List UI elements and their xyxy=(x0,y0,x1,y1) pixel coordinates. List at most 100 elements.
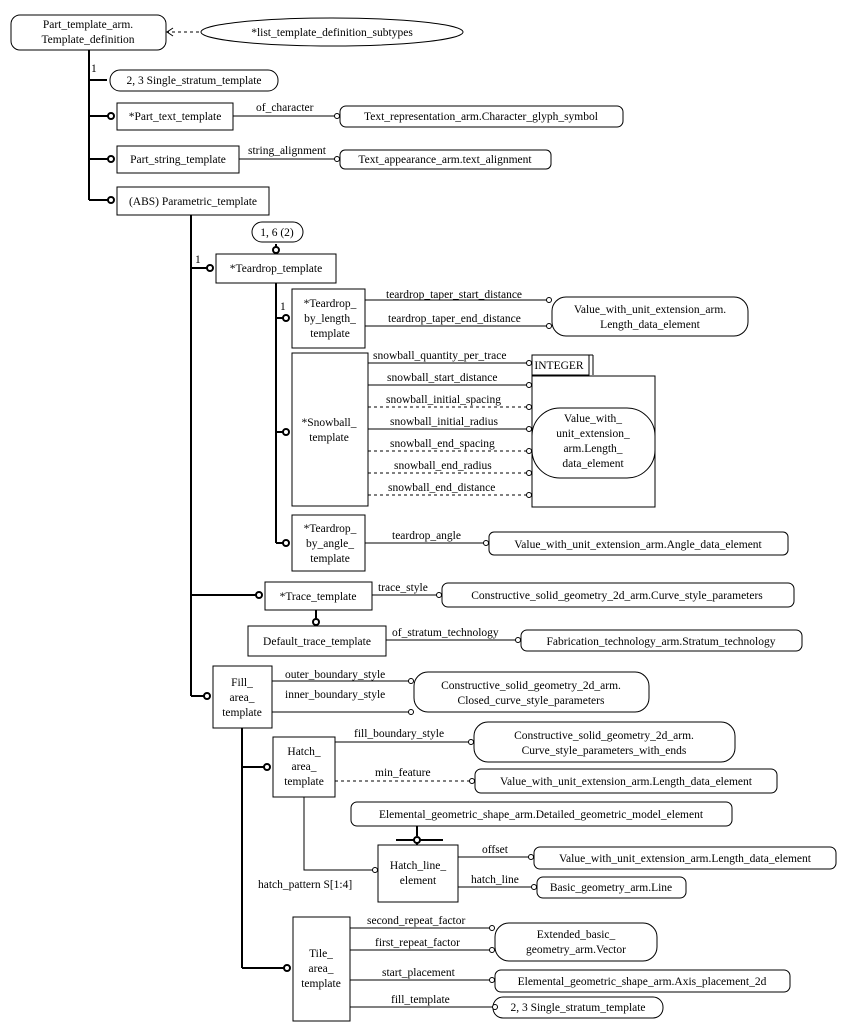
length-data-element-4-label: Value_with_unit_extension_arm.Length_dat… xyxy=(559,853,812,865)
part-string-template-box xyxy=(116,145,240,174)
closed-curve-style-box xyxy=(413,671,650,713)
inherit-circle xyxy=(312,618,320,626)
attr-circle xyxy=(526,470,532,476)
inherit-circle xyxy=(282,539,290,547)
attr-fill-boundary-style: fill_boundary_style xyxy=(354,728,444,740)
inherit-circle xyxy=(263,763,271,771)
extended-vector-label: Extended_basic_geometry_arm.Vector xyxy=(526,929,626,956)
attr-circle xyxy=(546,323,552,329)
character-glyph-symbol-label: Text_representation_arm.Character_glyph_… xyxy=(364,111,598,123)
single-stratum-top-label: 2, 3 Single_stratum_template xyxy=(126,75,261,87)
inherit-circle xyxy=(272,246,280,254)
entity-labels: Part_template_arm.Template_definition *l… xyxy=(41,19,811,1014)
attr-circle xyxy=(469,778,475,784)
marker-one-teardrop: 1 xyxy=(280,301,286,313)
attr-hatch-pattern: hatch_pattern S[1:4] xyxy=(258,879,352,891)
attr-teardrop-taper-start-distance: teardrop_taper_start_distance xyxy=(386,289,522,301)
single-stratum-bottom-label: 2, 3 Single_stratum_template xyxy=(510,1002,645,1014)
inherit-circle xyxy=(282,314,290,322)
inherit-circle xyxy=(255,591,263,599)
integer-type-label: INTEGER xyxy=(534,360,584,372)
attr-trace-style: trace_style xyxy=(378,582,428,594)
axis-placement-label: Elemental_geometric_shape_arm.Axis_place… xyxy=(518,976,767,988)
inherit-circle xyxy=(206,264,214,272)
attr-circle xyxy=(489,947,495,953)
attr-circle xyxy=(408,709,414,715)
page-ref-16-label: 1, 6 (2) xyxy=(260,227,294,239)
closed-curve-style-label: Constructive_solid_geometry_2d_arm.Close… xyxy=(441,680,621,707)
fill-area-template-box xyxy=(212,665,273,729)
fill-area-template-label: Fill_area_template xyxy=(222,677,262,719)
integer-type-box xyxy=(531,354,590,376)
attr-snowball-initial-radius: snowball_initial_radius xyxy=(390,416,498,428)
attr-snowball-end-spacing: snowball_end_spacing xyxy=(390,438,495,450)
list-subtypes-ellipse xyxy=(200,17,464,47)
inherit-circle xyxy=(107,196,115,204)
page-ref-16-box xyxy=(251,221,304,243)
parametric-template-label: (ABS) Parametric_template xyxy=(129,196,257,208)
root-entity-box xyxy=(10,14,167,51)
attr-circle xyxy=(372,867,378,873)
extended-vector-box xyxy=(494,922,658,962)
basic-line-box xyxy=(536,876,687,899)
teardrop-template-label: *Teardrop_template xyxy=(230,263,322,275)
attr-teardrop-taper-end-distance: teardrop_taper_end_distance xyxy=(388,313,521,325)
part-text-template-box xyxy=(116,102,234,131)
attr-circle xyxy=(436,592,442,598)
attr-circle xyxy=(526,382,532,388)
attr-second-repeat-factor: second_repeat_factor xyxy=(367,915,466,927)
attr-circle xyxy=(546,297,552,303)
stratum-technology-box xyxy=(520,629,803,652)
default-trace-template-box xyxy=(247,625,387,657)
attr-offset: offset xyxy=(482,844,509,856)
attr-circle xyxy=(528,854,534,860)
attr-inner-boundary-style: inner_boundary_style xyxy=(285,689,385,701)
attr-circle xyxy=(483,540,489,546)
trace-template-box xyxy=(264,581,373,611)
default-trace-template-label: Default_trace_template xyxy=(263,636,371,648)
attr-circle xyxy=(334,156,340,162)
detailed-geometric-model-label: Elemental_geometric_shape_arm.Detailed_g… xyxy=(379,809,704,821)
inherit-circle xyxy=(203,692,211,700)
attr-snowball-start-distance: snowball_start_distance xyxy=(387,372,498,384)
hatch-line-element-box xyxy=(377,844,459,903)
attr-fill-template: fill_template xyxy=(391,994,450,1006)
basic-line-label: Basic_geometry_arm.Line xyxy=(550,882,672,894)
snowball-template-box xyxy=(291,352,369,507)
tile-area-template-box xyxy=(292,916,351,1022)
attr-circle xyxy=(531,884,537,890)
length-data-element-1-label: Value_with_unit_extension_arm.Length_dat… xyxy=(574,304,726,331)
attr-snowball-end-distance: snowball_end_distance xyxy=(388,482,495,494)
attr-teardrop-angle: teardrop_angle xyxy=(392,530,461,542)
attribute-labels: of_character string_alignment teardrop_t… xyxy=(248,102,522,1006)
tile-area-template-label: Tile_area_template xyxy=(301,948,341,990)
attr-min-feature: min_feature xyxy=(375,767,431,779)
teardrop-template-box xyxy=(215,253,337,284)
cardinality-markers: 1 1 1 xyxy=(91,63,286,313)
teardrop-by-length-label: *Teardrop_by_length_template xyxy=(304,298,357,340)
attr-circle xyxy=(492,1004,498,1010)
attr-snowball-initial-spacing: snowball_initial_spacing xyxy=(386,394,501,406)
attr-circle xyxy=(489,925,495,931)
attr-circle xyxy=(526,448,532,454)
length-data-element-2-inner xyxy=(531,407,656,479)
axis-placement-box xyxy=(494,969,791,993)
attr-snowball-quantity-per-trace: snowball_quantity_per_trace xyxy=(373,350,507,362)
length-data-element-1-box xyxy=(551,296,749,337)
attr-circle xyxy=(526,492,532,498)
teardrop-by-length-box xyxy=(291,288,366,349)
curve-style-with-ends-label: Constructive_solid_geometry_2d_arm.Curve… xyxy=(514,730,694,757)
attr-circle xyxy=(468,739,474,745)
root-entity-label: Part_template_arm.Template_definition xyxy=(41,19,134,46)
curve-style-parameters-label: Constructive_solid_geometry_2d_arm.Curve… xyxy=(471,590,763,602)
stratum-technology-label: Fabrication_technology_arm.Stratum_techn… xyxy=(547,636,776,648)
hatch-line-element-label: Hatch_line_element xyxy=(390,860,446,887)
attr-snowball-end-radius: snowball_end_radius xyxy=(394,460,492,472)
attr-start-placement: start_placement xyxy=(382,967,456,979)
snowball-template-label: *Snowball_template xyxy=(302,417,357,444)
parametric-template-box xyxy=(116,186,270,216)
hatch-area-template-label: Hatch_area_template xyxy=(284,746,324,788)
attr-circle xyxy=(489,977,495,983)
entity-boxes xyxy=(10,14,837,1022)
